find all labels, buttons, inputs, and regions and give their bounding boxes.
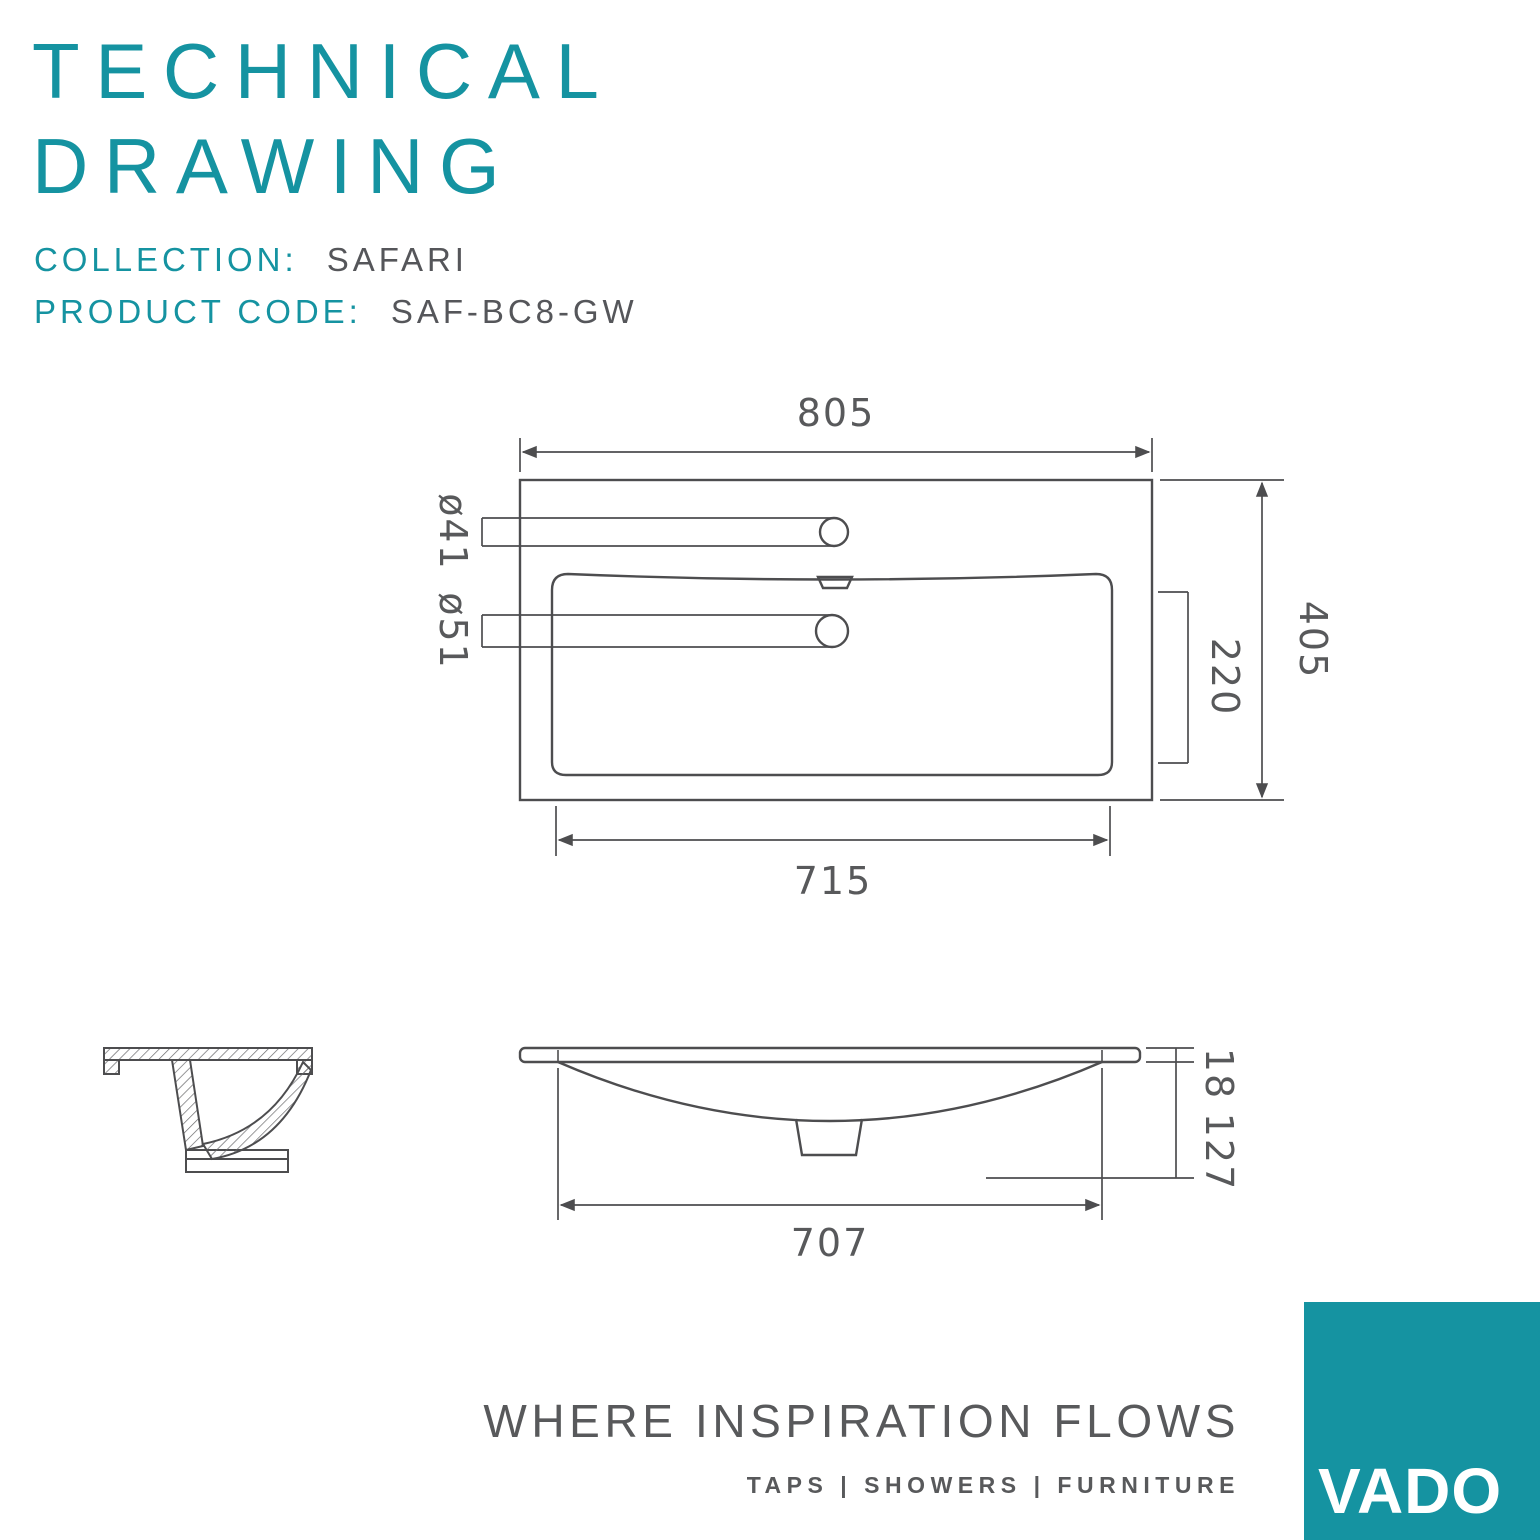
dim-405: 405 (1291, 601, 1335, 680)
collection-value: SAFARI (326, 241, 468, 278)
dim-707: 707 (791, 1221, 870, 1265)
front-bowl-curve (557, 1060, 1103, 1123)
basin-outer-outline (518, 478, 1154, 802)
overflow-slot (816, 575, 854, 590)
dim-tap-hole-dia: ø41 (431, 493, 475, 571)
top-view (518, 478, 1154, 802)
dim-805: 805 (797, 391, 876, 435)
dim-18: 18 (1197, 1048, 1241, 1100)
front-view-dimension-lines (557, 1047, 1194, 1220)
dim-127: 127 (1197, 1113, 1241, 1192)
vado-logo: VADO (1304, 1302, 1540, 1540)
section-wall (170, 1059, 205, 1152)
product-code-value: SAF-BC8-GW (390, 293, 638, 330)
collection-row: COLLECTION: SAFARI (34, 241, 468, 279)
front-rim (518, 1046, 1142, 1064)
vado-logo-text: VADO (1318, 1455, 1503, 1527)
product-code-row: PRODUCT CODE: SAF-BC8-GW (34, 293, 638, 331)
front-drain (794, 1118, 864, 1157)
title-line-1: TECHNICAL (32, 27, 615, 115)
categories: TAPS | SHOWERS | FURNITURE (746, 1472, 1240, 1498)
collection-label: COLLECTION: (34, 241, 298, 278)
dim-715: 715 (794, 859, 873, 903)
footer: WHERE INSPIRATION FLOWS TAPS | SHOWERS |… (483, 1394, 1240, 1499)
dim-220: 220 (1203, 638, 1247, 717)
basin-bowl-outline (550, 572, 1114, 777)
section-bowl-wall (201, 1060, 313, 1161)
front-view (518, 1046, 1142, 1157)
side-section-view (103, 1047, 313, 1173)
dimension-labels: 805 405 220 715 ø41 ø51 18 127 707 (431, 391, 1335, 1265)
tagline: WHERE INSPIRATION FLOWS (483, 1395, 1240, 1447)
top-view-dimension-lines (481, 438, 1284, 856)
section-foot (185, 1149, 289, 1173)
dim-waste-hole-dia: ø51 (431, 592, 475, 670)
section-rim (103, 1047, 313, 1061)
page-title: TECHNICAL DRAWING (32, 24, 614, 214)
product-code-label: PRODUCT CODE: (34, 293, 362, 330)
waste-hole (814, 613, 850, 649)
section-left-lip (103, 1059, 120, 1075)
tap-hole (818, 516, 850, 548)
title-line-2: DRAWING (32, 122, 516, 211)
